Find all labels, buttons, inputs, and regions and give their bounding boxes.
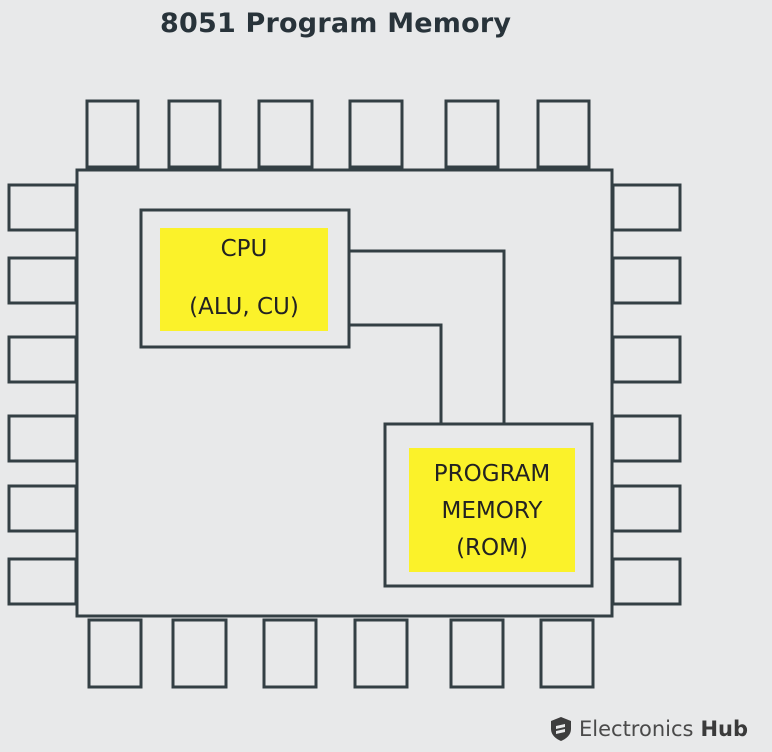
- chip-pin-right-5: [611, 484, 682, 533]
- program-memory-box-frame: [383, 422, 594, 588]
- chip-pin-top-2: [167, 99, 222, 169]
- chip-pin-top-4: [348, 99, 404, 169]
- chip-pin-bottom-5: [449, 618, 505, 689]
- chip-pin-top-5: [444, 99, 500, 169]
- connector-outer: [349, 249, 506, 424]
- cpu-label: CPU: [220, 236, 268, 262]
- program-memory-label-line-2: MEMORY: [441, 498, 543, 524]
- chip-pin-bottom-2: [171, 618, 228, 689]
- chip-pin-bottom-4: [353, 618, 409, 689]
- chip-pin-left-3: [7, 335, 78, 384]
- cpu-box-highlight: [160, 228, 328, 331]
- chip-pin-top-1: [85, 99, 140, 169]
- electronics-hub-shield-icon: [551, 717, 571, 741]
- chip-pin-right-2: [611, 256, 682, 305]
- chip-pin-right-4: [611, 414, 682, 463]
- brand-watermark: Electronics Hub: [550, 714, 748, 744]
- cpu-box-frame: [139, 208, 351, 349]
- program-memory-label-line-3: (ROM): [456, 535, 528, 561]
- chip-pin-left-6: [7, 557, 78, 606]
- page-title: 8051 Program Memory: [160, 8, 512, 39]
- cpu-sublabel: (ALU, CU): [189, 294, 299, 320]
- brand-name: Electronics: [579, 717, 694, 741]
- chip-pin-bottom-3: [262, 618, 318, 689]
- chip-pin-right-3: [611, 335, 682, 384]
- chip-pin-right-1: [611, 183, 682, 232]
- chip-pin-left-4: [7, 414, 78, 463]
- brand-name-bold: Hub: [700, 717, 749, 741]
- connector-inner: [349, 323, 443, 424]
- chip-pin-top-6: [536, 99, 591, 169]
- chip-pin-left-5: [7, 484, 78, 533]
- chip-pin-top-3: [257, 99, 314, 169]
- chip-pin-bottom-1: [87, 618, 143, 689]
- chip-pin-right-6: [611, 557, 682, 606]
- program-memory-box-highlight: [409, 448, 575, 572]
- chip-pin-bottom-6: [539, 618, 595, 689]
- chip-pin-left-2: [7, 256, 78, 305]
- program-memory-label: PROGRAM MEMORY (ROM): [409, 456, 575, 567]
- chip-pin-left-1: [7, 183, 78, 232]
- program-memory-label-line-1: PROGRAM: [433, 461, 551, 487]
